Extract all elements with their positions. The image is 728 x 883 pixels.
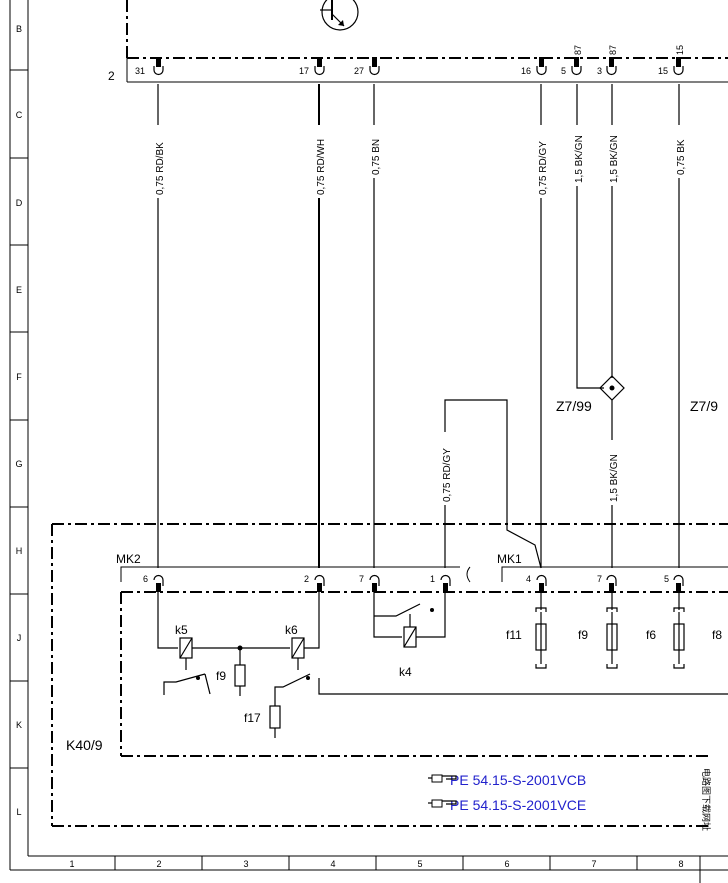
splice-z7-9: Z7/9 [690,398,718,414]
fuse-row: f11 f9 f6 f8 [506,592,722,669]
col-label-8: 8 [678,859,683,869]
wire-label-bk-gn-lower: 1,5 BK/GN [609,454,620,502]
wire-label-bk: 0,75 BK [676,139,687,175]
col-label-1: 1 [69,859,74,869]
relay-k5-label: k5 [175,623,188,637]
pin-5: 5 [561,66,566,76]
mk1-label: MK1 [497,552,522,566]
row-label-k: K [16,720,22,730]
mk2-label: MK2 [116,552,141,566]
fuse-f9-left-label: f9 [216,669,226,683]
relay-circuit: k5 k6 f9 f17 [157,592,728,738]
relay-k4: k4 [373,592,446,679]
pin-17: 17 [299,66,309,76]
row-label-c: C [16,110,23,120]
row-label-b: B [16,24,22,34]
control-unit: 2 31 17 27 16 5 3 15 87 87 15 [108,0,728,83]
fuse-f9-right-label: f9 [578,628,588,642]
pointing-hand-icon [428,799,457,808]
pin-16: 16 [521,66,531,76]
row-label-e: E [16,285,22,295]
relay-k6-label: k6 [285,623,298,637]
module-label: K40/9 [66,737,103,753]
col-label-7: 7 [591,859,596,869]
mk1-pin-4: 4 [526,574,531,584]
wire-labels: 0,75 RD/BK 0,75 RD/WH 0,75 BN 0,75 RD/GY… [155,135,687,502]
pin-15-top: 15 [675,45,685,55]
reference-link-vcb[interactable]: PE 54.15-S-2001VCB [450,772,586,788]
reference-links[interactable]: PE 54.15-S-2001VCB PE 54.15-S-2001VCE [428,772,586,813]
col-label-3: 3 [243,859,248,869]
row-number: 2 [108,69,115,83]
transistor-icon [320,0,359,31]
connector-mk2: MK2 6 2 7 1 [116,552,471,592]
pin-3: 3 [597,66,602,76]
fuse-f11-label: f11 [506,628,522,642]
reference-link-vce[interactable]: PE 54.15-S-2001VCE [450,797,586,813]
pin-87-b: 87 [608,45,618,55]
pin-87-a: 87 [573,45,583,55]
wire-label-rd-gy-lower: 0,75 RD/GY [442,448,453,502]
column-labels: 1 2 3 4 5 6 7 8 [69,859,683,869]
col-label-6: 6 [504,859,509,869]
wire-label-rd-bk: 0,75 RD/BK [155,142,166,195]
splice-diamond-icon [599,375,625,401]
connector-mk1: MK1 4 7 5 [497,552,728,592]
fuse-f8-label: f8 [712,628,722,642]
col-label-4: 4 [330,859,335,869]
wire-lines [157,84,680,569]
side-watermark-text: 电路图下载网址 [701,768,712,831]
wire-label-bk-gn-b: 1,5 BK/GN [609,135,620,183]
mk1-pin-7: 7 [597,574,602,584]
row-label-j: J [17,633,22,643]
row-label-h: H [16,546,23,556]
splice-z7-99: Z7/99 [556,398,592,414]
module-k40-9: K40/9 [51,523,728,827]
row-label-f: F [16,372,22,382]
mk2-pin-1: 1 [430,574,435,584]
col-label-5: 5 [417,859,422,869]
pointing-hand-icon [428,774,457,783]
pin-31: 31 [135,66,145,76]
fuse-f17-label: f17 [244,711,261,725]
relay-k4-label: k4 [399,665,412,679]
col-label-2: 2 [156,859,161,869]
mk2-pin-7: 7 [359,574,364,584]
wire-label-rd-wh: 0,75 RD/WH [316,139,327,195]
drawing-frame [9,0,728,883]
row-label-d: D [16,198,23,208]
pin-15: 15 [658,66,668,76]
row-labels: B C D E F G H J K L [15,24,22,817]
row-label-g: G [15,459,22,469]
pin-27: 27 [354,66,364,76]
mk1-pin-5: 5 [664,574,669,584]
mk2-pin-6: 6 [143,574,148,584]
wire-label-rd-gy: 0,75 RD/GY [538,141,549,195]
row-label-l: L [16,807,21,817]
fuse-f6-label: f6 [646,628,656,642]
mk2-pin-2: 2 [304,574,309,584]
wire-label-bk-gn-a: 1,5 BK/GN [574,135,585,183]
wire-label-bn: 0,75 BN [371,139,382,175]
